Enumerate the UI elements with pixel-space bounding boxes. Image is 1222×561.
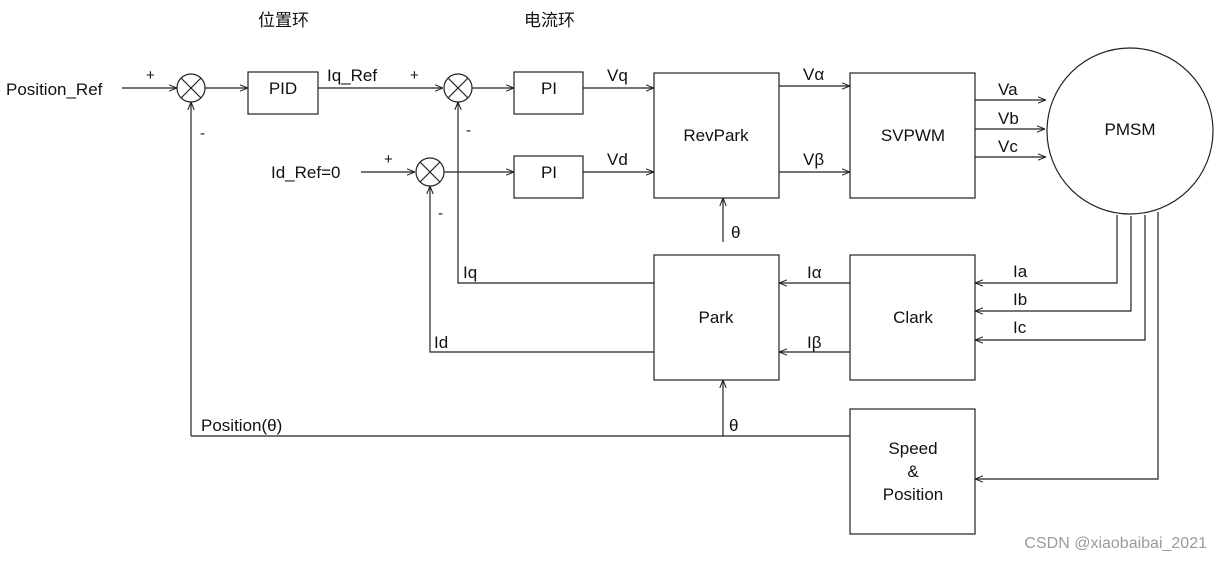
clark-label: Clark xyxy=(893,308,933,327)
theta-revpark-label: θ xyxy=(731,223,740,242)
speed-position-label-line3: Position xyxy=(883,485,943,504)
vc-label: Vc xyxy=(998,137,1018,156)
wire-iq-feedback xyxy=(458,102,654,284)
sum3-plus-sign: + xyxy=(384,151,393,168)
park-label: Park xyxy=(699,308,734,327)
revpark-block xyxy=(653,72,780,199)
va-label: Va xyxy=(998,80,1018,99)
summing-junction-id xyxy=(415,157,445,187)
id-ref-label: Id_Ref=0 xyxy=(271,163,340,182)
pi-q-label: PI xyxy=(541,79,557,98)
ic-label: Ic xyxy=(1013,318,1027,337)
i-beta-label: Iβ xyxy=(807,333,822,352)
wire-id-feedback xyxy=(430,186,654,353)
id-label: Id xyxy=(434,333,448,352)
summing-junction-position xyxy=(176,73,206,103)
position-loop-title: 位置环 xyxy=(258,11,309,31)
pi-d-label: PI xyxy=(541,163,557,182)
ia-label: Ia xyxy=(1013,262,1028,281)
position-ref-label: Position_Ref xyxy=(6,80,103,99)
v-beta-label: Vβ xyxy=(803,150,824,169)
v-alpha-label: Vα xyxy=(803,65,824,84)
wire-ic xyxy=(975,215,1146,340)
watermark: CSDN @xiaobaibai_2021 xyxy=(1024,535,1207,552)
current-loop-title: 电流环 xyxy=(524,11,575,31)
clark-block xyxy=(849,254,976,381)
revpark-label: RevPark xyxy=(683,126,749,145)
sum2-plus-sign: + xyxy=(410,67,419,84)
pmsm-label: PMSM xyxy=(1105,120,1156,139)
wire-encoder xyxy=(975,212,1159,479)
iq-label: Iq xyxy=(463,263,477,282)
speed-position-label-line1: Speed xyxy=(888,439,937,458)
pi-q-block xyxy=(513,71,584,115)
svpwm-label: SVPWM xyxy=(881,126,945,145)
vb-label: Vb xyxy=(998,109,1019,128)
pi-d-block xyxy=(513,155,584,199)
sum2-minus-sign: - xyxy=(466,122,471,139)
sum1-plus-sign: + xyxy=(146,67,155,84)
wire-ib xyxy=(975,216,1132,311)
park-block xyxy=(653,254,780,381)
sum1-minus-sign: - xyxy=(200,125,205,142)
svpwm-block xyxy=(849,72,976,199)
vd-label: Vd xyxy=(607,150,628,169)
theta-park-label: θ xyxy=(729,416,738,435)
pid-block xyxy=(247,71,319,115)
wire-ia xyxy=(975,215,1118,283)
speed-position-block xyxy=(849,408,976,535)
vq-label: Vq xyxy=(607,66,628,85)
position-theta-label: Position(θ) xyxy=(201,416,282,435)
iq-ref-label: Iq_Ref xyxy=(327,66,377,85)
speed-position-label-line2: & xyxy=(907,462,919,481)
summing-junction-iq xyxy=(443,73,473,103)
i-alpha-label: Iα xyxy=(807,263,822,282)
pmsm-motor xyxy=(1046,47,1214,215)
ib-label: Ib xyxy=(1013,290,1027,309)
sum3-minus-sign: - xyxy=(438,205,443,222)
pid-label: PID xyxy=(269,79,297,98)
